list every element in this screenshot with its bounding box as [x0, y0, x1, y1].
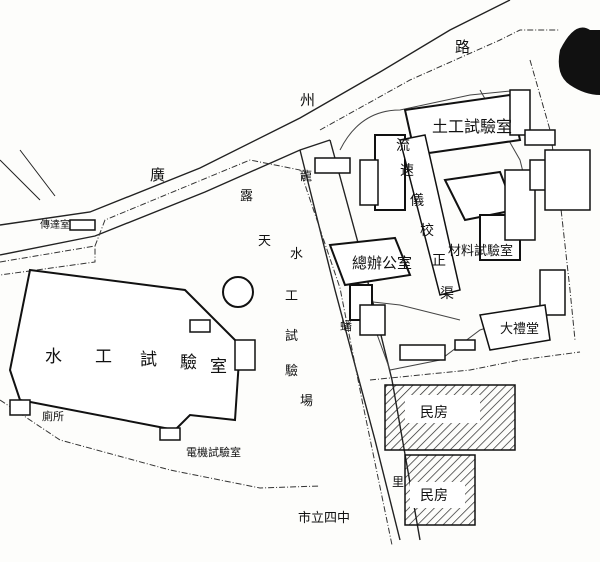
civil-lab-label: 土工試驗室: [432, 117, 512, 136]
toilet-label: 廁所: [42, 409, 64, 423]
hydraulic-lab-char: 室: [210, 357, 227, 377]
creek-char: 龍: [300, 168, 312, 183]
small-buildings-left: [9, 219, 256, 441]
auditorium-label: 大禮堂: [500, 322, 539, 337]
gatehouse-label: 傳達室: [40, 218, 70, 231]
field-char: 水: [290, 247, 303, 262]
road-char: 路: [455, 38, 470, 56]
civil-lab-building: [374, 93, 522, 211]
flow-channel: [399, 134, 461, 296]
city-school-label: 市立四中: [298, 510, 350, 526]
channel-char: 正: [432, 253, 446, 269]
residents-label-1: 民房: [420, 405, 448, 421]
field-char: 試: [285, 328, 298, 344]
channel-char: 儀: [410, 193, 424, 209]
field-char: 露: [240, 189, 253, 204]
hydraulic-lab-chars: 水 工 試 驗室: [45, 347, 227, 377]
residents-label-2: 民房: [420, 488, 448, 504]
creek-char: 里: [392, 475, 404, 489]
field-char: 驗: [285, 364, 298, 379]
water-tank: [222, 276, 254, 308]
hydraulic-lab-char: 驗: [180, 353, 197, 373]
materials-lab-label: 材料試驗室: [448, 243, 513, 259]
guangzhou-road: [0, 0, 511, 256]
field-char: 工: [285, 289, 298, 304]
road-char: 廣: [150, 166, 165, 184]
pond: [558, 27, 600, 95]
hydraulic-lab-char: 工: [95, 347, 112, 367]
road-name-labels: 廣 州 路: [150, 38, 470, 184]
mid-structures: [314, 157, 476, 361]
office-label: 總辦公室: [352, 254, 412, 272]
channel-char: 校: [420, 222, 434, 239]
field-char: 天: [258, 234, 271, 249]
channel-char: 流: [396, 138, 410, 154]
hydraulic-lab-building: [8, 268, 242, 432]
electrical-lab-label: 電機試驗室: [186, 445, 241, 459]
right-buildings: [479, 89, 591, 351]
office-building: [328, 236, 412, 321]
creek-char: 蟠: [340, 319, 352, 333]
hydraulic-lab-char: 水: [45, 347, 62, 367]
channel-char: 渠: [440, 286, 454, 302]
hydraulic-lab-char: 試: [140, 350, 157, 370]
field-char: 場: [300, 394, 313, 409]
channel-char: 速: [400, 163, 414, 179]
road-char: 州: [300, 91, 315, 109]
creek-chars: 龍蟠里: [300, 168, 404, 489]
